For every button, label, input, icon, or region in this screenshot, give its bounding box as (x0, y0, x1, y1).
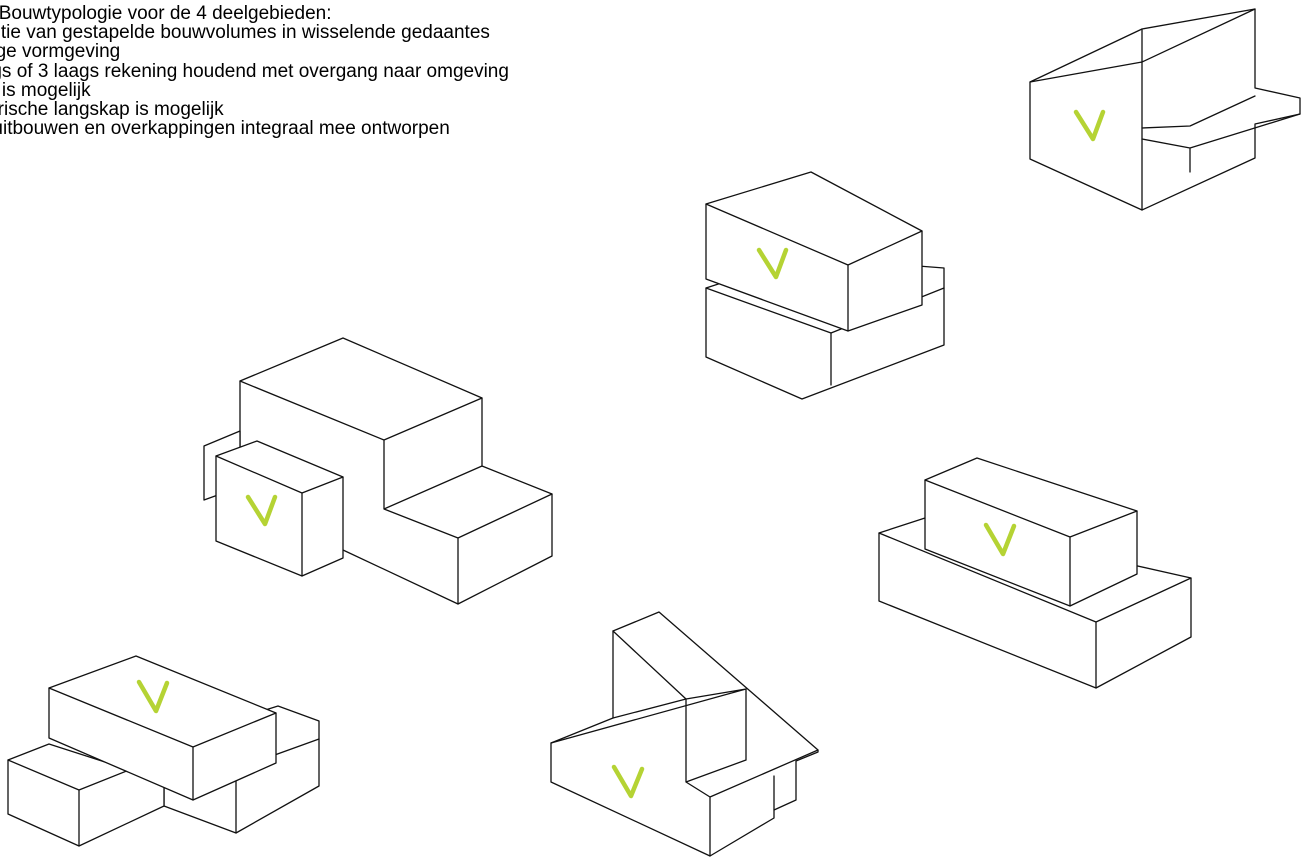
volume-edge (48, 687, 277, 801)
figure-asymmetric-roof-block (1029, 8, 1301, 211)
text-line: laags of 3 laags rekening houdend met ov… (0, 60, 509, 82)
figure-two-layer-block (878, 457, 1192, 689)
checkmark-icon (611, 764, 645, 799)
figure-gable-roof-house (550, 611, 819, 857)
figure-cross-stacked-blocks (7, 655, 320, 847)
front-cube (215, 440, 344, 577)
upper-volume (705, 171, 923, 332)
upper-volume (924, 457, 1138, 607)
text-line: kap is mogelijk (0, 79, 91, 101)
volume-edge (215, 455, 344, 577)
volume-edge (924, 479, 1138, 607)
volume-edge (1029, 8, 1256, 211)
figure-offset-stacked-blocks (705, 171, 945, 400)
text-line: uidige vormgeving (0, 41, 121, 63)
text-line: r 7: Bouwtypologie voor de 4 deelgebiede… (0, 3, 332, 24)
checkmark-icon (136, 679, 170, 714)
text-line: metrische langskap is mogelijk (0, 99, 224, 121)
text-line: en uitbouwen en overkappingen integraal … (0, 118, 450, 140)
top-volume (48, 655, 277, 801)
wall-edge (685, 688, 819, 857)
checkmark-icon (983, 522, 1017, 557)
figure-composite-stepped-blocks (203, 337, 553, 605)
volume-edge (705, 203, 923, 332)
requirements-text: r 7: Bouwtypologie voor de 4 deelgebiede… (0, 3, 726, 140)
checkmark-icon (245, 494, 278, 527)
volume-edge (239, 380, 553, 605)
volume-outline (1029, 8, 1301, 211)
volume-edge (878, 532, 1192, 689)
checkmark-icon (756, 247, 789, 280)
checkmark-icon (1073, 109, 1106, 142)
house-volume (550, 611, 819, 857)
extension-edge (1141, 95, 1301, 173)
text-line: positie van gestapelde bouwvolumes in wi… (0, 22, 490, 44)
